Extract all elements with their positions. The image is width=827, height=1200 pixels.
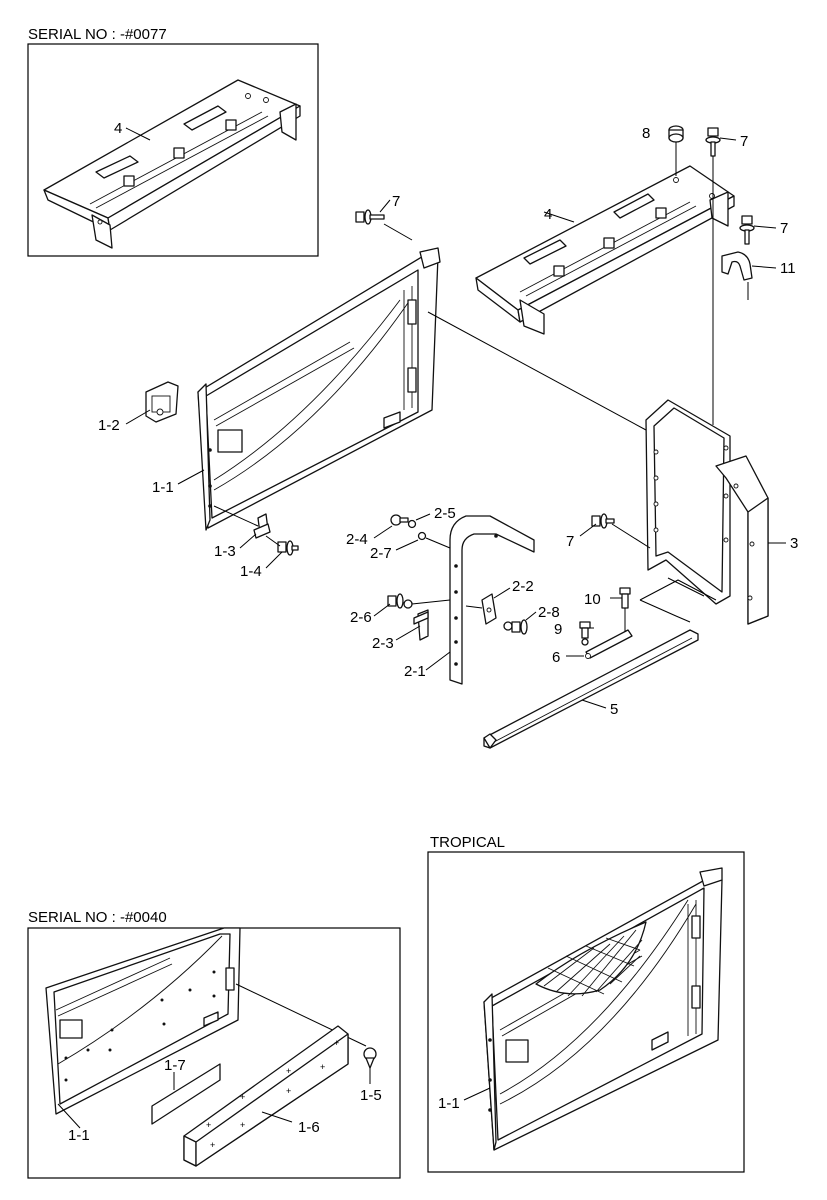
washer-2-5-drawing: [407, 519, 417, 529]
frame-3-drawing: [645, 399, 769, 625]
mesh-screen-drawing: [535, 921, 647, 997]
bolt-7-side-drawing: [591, 513, 615, 529]
svg-text:+: +: [206, 1120, 211, 1130]
callout-inset-1-6: 1-6: [298, 1119, 320, 1136]
callout-7-right: 7: [780, 220, 788, 237]
inset-serial-0077-frame: [27, 43, 319, 257]
svg-text:+: +: [210, 1140, 215, 1150]
svg-text:+: +: [286, 1086, 291, 1096]
bolt-2-4-drawing: [390, 514, 409, 526]
bracket-6-drawing: [585, 629, 633, 659]
nut-8-drawing: [668, 125, 684, 143]
callout-inset-1-7: 1-7: [164, 1057, 186, 1074]
callout-2-6: 2-6: [350, 609, 372, 626]
clip-11-drawing: [721, 251, 753, 281]
inset-serial-0040: SERIAL NO : -#0040 1-7: [27, 909, 401, 1179]
callout-10: 10: [584, 591, 601, 608]
callout-inset-1-5: 1-5: [360, 1087, 382, 1104]
callout-inset-br-1-1: 1-1: [438, 1095, 460, 1112]
svg-text:+: +: [286, 1066, 291, 1076]
rail-5-drawing: [483, 629, 699, 749]
frame-1-1-tropical-drawing: [483, 867, 723, 1151]
callout-1-2: 1-2: [98, 417, 120, 434]
clip-2-3-drawing: [413, 609, 429, 641]
callout-2-8: 2-8: [538, 604, 560, 621]
callout-8: 8: [642, 125, 650, 142]
stay-2-1-drawing: [449, 515, 535, 685]
callout-2-7: 2-7: [370, 545, 392, 562]
inset-serial-0077: SERIAL NO : -#0077 4: [27, 26, 319, 257]
inset-serial-0077-title: SERIAL NO : -#0077: [28, 26, 167, 43]
plate-1-6-drawing: + + + + + + + +: [183, 1025, 349, 1167]
clip-1-3-drawing: [253, 513, 271, 539]
callout-7-mid: 7: [566, 533, 574, 550]
bracket-4-drawing: [475, 165, 735, 335]
seal-1-7-drawing: [151, 1063, 221, 1125]
callout-2-2: 2-2: [512, 578, 534, 595]
bolt-2-8-drawing: [503, 619, 528, 635]
inset-tropical: TROPICAL: [427, 834, 745, 1173]
callout-6: 6: [552, 649, 560, 666]
frame-1-1-drawing: [197, 247, 441, 531]
cover-1-2-drawing: [145, 381, 179, 423]
callout-11: 11: [780, 260, 796, 277]
frame-1-1-partial-drawing: [45, 927, 241, 1115]
callout-4: 4: [544, 206, 552, 223]
callout-5: 5: [610, 701, 618, 718]
inset-serial-0040-title: SERIAL NO : -#0040: [28, 909, 167, 926]
washer-2-7-drawing: [417, 531, 427, 541]
bolt-7-top-drawing: [705, 127, 721, 157]
bolt-2-6-drawing: [387, 593, 413, 609]
svg-text:+: +: [320, 1062, 325, 1072]
callout-2-5: 2-5: [434, 505, 456, 522]
bolt-7-left-drawing: [355, 209, 385, 225]
bracket-4-inset-drawing: [43, 79, 301, 249]
callout-2-3: 2-3: [372, 635, 394, 652]
callout-2-1: 2-1: [404, 663, 426, 680]
bolt-9-drawing: [579, 621, 591, 646]
svg-text:+: +: [240, 1120, 245, 1130]
callout-3: 3: [790, 535, 798, 552]
svg-text:+: +: [334, 1038, 339, 1048]
inset-tropical-title: TROPICAL: [430, 834, 505, 851]
callout-1-4: 1-4: [240, 563, 262, 580]
bolt-7-bracket-drawing: [739, 215, 755, 245]
callout-inset-4: 4: [114, 120, 122, 137]
svg-text:+: +: [240, 1092, 245, 1102]
inset-serial-0040-frame: [27, 927, 401, 1179]
callout-9: 9: [554, 621, 562, 638]
callout-7-top-right: 7: [740, 133, 748, 150]
callout-inset-bl-1-1: 1-1: [68, 1127, 90, 1144]
plate-2-2-drawing: [481, 593, 497, 625]
inset-tropical-frame: [427, 851, 745, 1173]
callout-2-4: 2-4: [346, 531, 368, 548]
callout-1-1: 1-1: [152, 479, 174, 496]
rivet-1-5-drawing: [363, 1047, 377, 1069]
callout-7-top: 7: [392, 193, 400, 210]
callout-1-3: 1-3: [214, 543, 236, 560]
